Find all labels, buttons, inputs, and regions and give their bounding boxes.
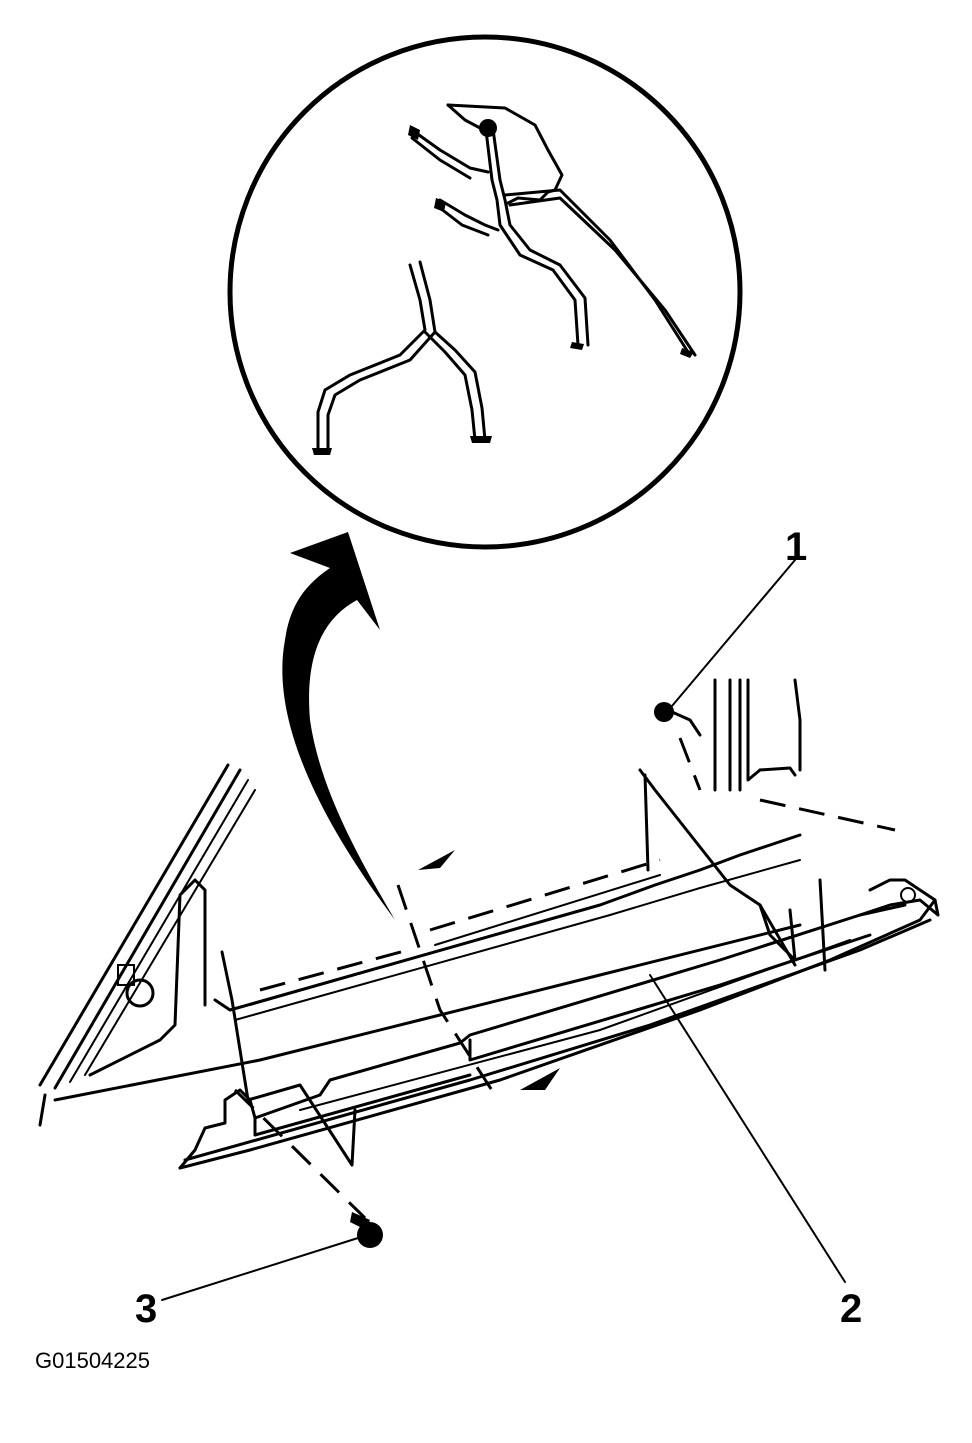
figure-id: G01504225 <box>35 1348 150 1373</box>
leader-lines <box>161 559 846 1301</box>
callout-3: 3 <box>135 1287 157 1331</box>
rear-pillar <box>713 678 827 972</box>
clip-fork-detail <box>312 260 492 455</box>
alignment-guides <box>233 737 896 1220</box>
nut-fastener <box>654 702 702 737</box>
callout-2: 2 <box>840 1287 862 1331</box>
detail-circle <box>227 34 743 550</box>
detail-view <box>227 34 743 550</box>
bolt-fastener <box>350 1212 383 1248</box>
reveal-molding <box>178 878 940 1170</box>
callout-1: 1 <box>785 525 807 569</box>
magnify-arrow <box>282 532 395 920</box>
door-frame <box>38 763 802 1127</box>
clip-outlines <box>220 768 797 1167</box>
retainer-clip-detail <box>408 103 697 358</box>
